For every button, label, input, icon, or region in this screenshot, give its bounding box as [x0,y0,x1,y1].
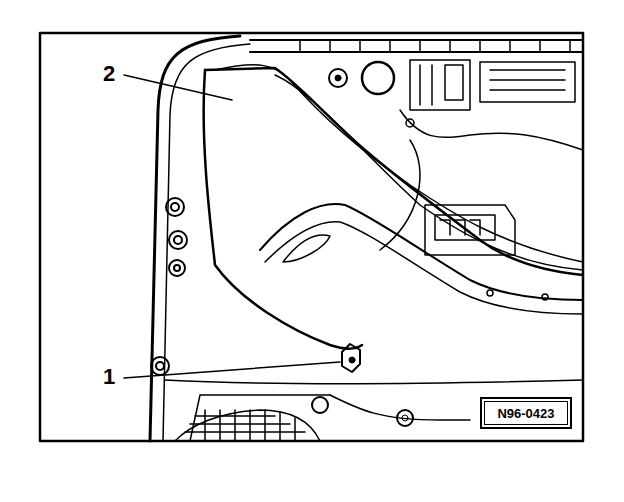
window-channel [250,40,583,52]
clip [342,344,360,372]
lock-module [410,60,470,110]
reference-box: N96-0423 [480,397,572,429]
leader-line [124,362,340,378]
leader-line [124,75,232,100]
reference-box-inner: N96-0423 [484,401,568,425]
door-edge [150,36,240,441]
speaker-grille [175,410,320,441]
regulator-motor [425,205,515,255]
picture-frame [40,33,583,441]
inner-panel [205,68,583,275]
bolts [151,198,187,375]
callout-number: 1 [103,366,115,388]
callout-number: 2 [103,63,115,85]
figure-number: N96-0423 [497,406,554,421]
speaker-cap [362,62,394,94]
grommet [329,69,347,87]
